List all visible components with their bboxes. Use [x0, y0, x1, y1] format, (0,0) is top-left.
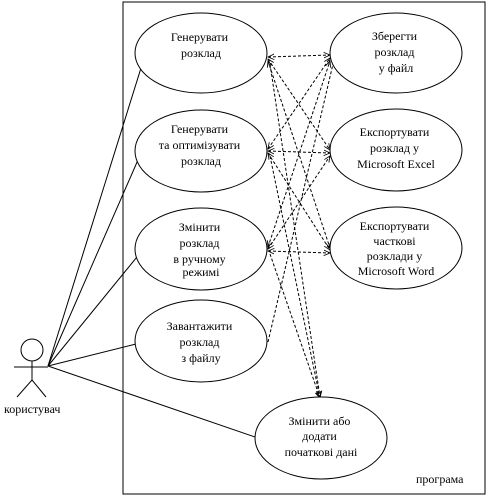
dep-manual-word: [268, 251, 330, 253]
dep-generate-save: [268, 55, 330, 57]
uc-generate-line-1: Генерувати: [171, 30, 229, 44]
dep-optimize-initial: [269, 155, 320, 398]
uc-save-file-label: Зберегти розклад у файл: [372, 29, 420, 75]
actor-icon: [14, 338, 48, 398]
uc-export-word-line-3: розклади у: [367, 249, 422, 263]
uc-generate-optimize-line-1: Генерувати: [171, 122, 229, 136]
uc-export-word-line-2: часткові: [373, 234, 416, 248]
uc-edit-initial-line-3: початкові дані: [285, 445, 358, 459]
uc-export-word-line-4: Microsoft Word: [358, 264, 434, 278]
uc-generate-label: Генерувати розклад: [171, 30, 231, 60]
uc-generate-optimize-label: Генерувати та оптимізувати розклад: [159, 122, 243, 168]
actor-associations: [47, 67, 259, 439]
uc-generate-line-2: розклад: [181, 46, 221, 60]
uc-generate-optimize-line-2: та оптимізувати: [159, 138, 241, 152]
uc-export-word-line-1: Експортувати: [360, 219, 430, 233]
uc-load-file: [134, 299, 268, 383]
uc-edit-manual: [134, 207, 268, 291]
uc-export-excel: [329, 108, 463, 192]
uc-load-file-line-2: розклад: [180, 335, 220, 349]
uc-load-file-label: Завантажити розклад з файлу: [167, 319, 236, 365]
association-generate-optimize: [47, 152, 142, 367]
dep-manual-excel: [268, 156, 330, 249]
uc-save-file-line-2: розклад: [375, 45, 415, 59]
uc-export-word-label: Експортувати часткові розклади у Microso…: [358, 219, 434, 278]
uc-edit-initial: [254, 396, 388, 480]
system-boundary: [122, 1, 486, 495]
uc-load-file-line-3: з файлу: [181, 351, 220, 365]
dep-generate-excel: [268, 59, 330, 150]
uc-export-excel-line-3: Microsoft Excel: [357, 157, 435, 171]
uc-generate-optimize: [134, 109, 268, 193]
uc-edit-manual-line-2: розклад: [180, 236, 220, 250]
association-edit-manual: [47, 251, 142, 367]
association-edit-initial: [47, 365, 259, 439]
system-label: програма: [416, 472, 464, 486]
uc-edit-manual-label: Змінити розклад в ручному режимі: [173, 220, 228, 279]
uc-edit-manual-line-4: режимі: [183, 265, 221, 279]
uc-save-file: [329, 12, 463, 94]
uc-edit-initial-line-2: додати: [302, 429, 337, 443]
uc-save-file-line-1: Зберегти: [372, 29, 418, 43]
uc-generate: [134, 12, 268, 94]
uc-export-excel-line-2: розклад у: [370, 141, 419, 155]
association-generate: [47, 67, 142, 367]
uc-edit-manual-line-1: Змінити: [179, 220, 221, 234]
uc-generate-optimize-line-3: розклад: [181, 154, 221, 168]
dep-optimize-excel: [268, 151, 330, 153]
use-case-ellipses: [134, 12, 463, 480]
dep-optimize-save: [268, 58, 330, 149]
uc-load-file-line-1: Завантажити: [167, 319, 233, 333]
dep-load-save: [267, 63, 334, 343]
dep-manual-initial: [269, 253, 320, 398]
dependency-arrows: [267, 55, 334, 398]
actor-label: користувач: [4, 402, 60, 416]
uc-edit-manual-line-3: в ручному: [173, 252, 225, 266]
uc-edit-initial-line-1: Змінити або: [289, 414, 351, 428]
uc-export-word: [329, 206, 463, 290]
association-load-file: [47, 343, 137, 367]
uc-edit-initial-label: Змінити або додати початкові дані: [285, 414, 358, 459]
uc-export-excel-label: Експортувати розклад у Microsoft Excel: [357, 125, 435, 171]
uc-export-excel-line-1: Експортувати: [360, 125, 430, 139]
dep-generate-initial: [269, 63, 320, 397]
uc-save-file-line-3: у файл: [379, 61, 414, 75]
